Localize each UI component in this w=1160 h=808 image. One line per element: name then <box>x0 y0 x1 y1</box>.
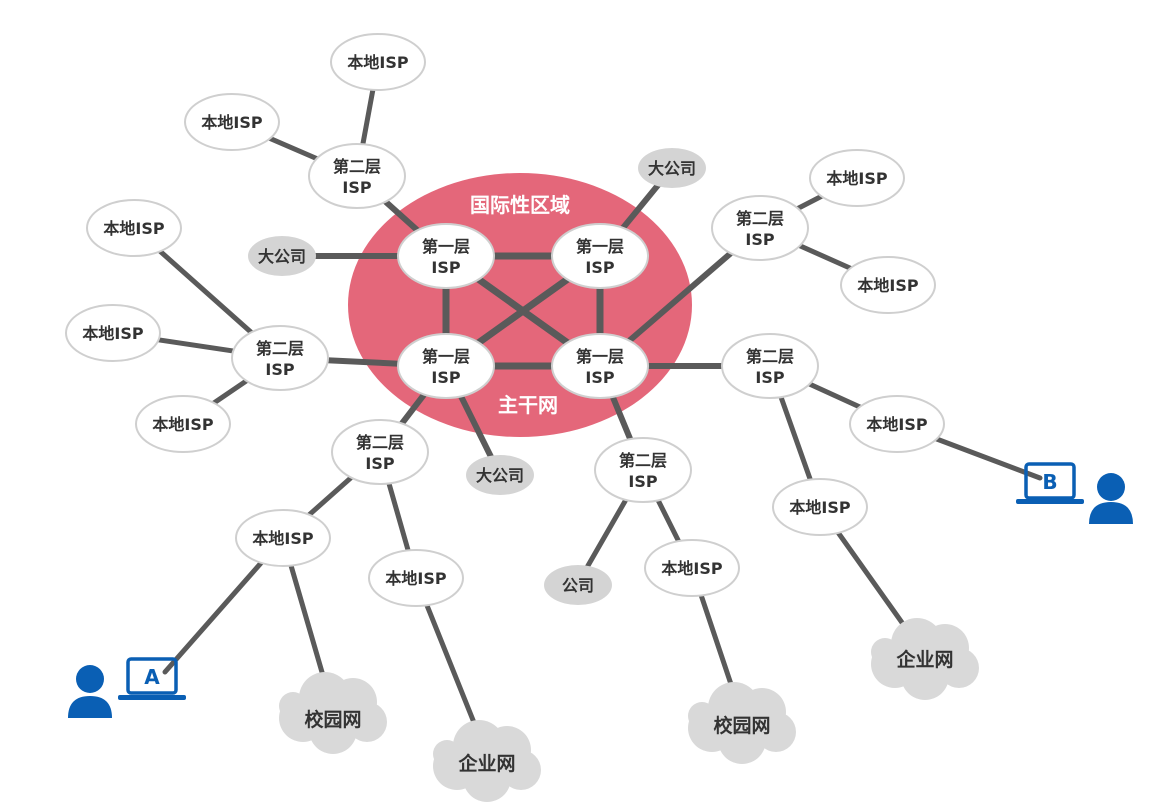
local-isp-bottom-left-1: 本地ISP <box>235 509 331 567</box>
tier2-isp-bottom: 第二层 ISP <box>594 437 692 503</box>
local-isp-left-1: 本地ISP <box>86 199 182 257</box>
cloud-campus-2: 校园网 <box>688 682 796 764</box>
node-label-line1: 第二层 <box>356 433 404 452</box>
host-letter: B <box>1042 470 1057 494</box>
node-label-line1: 第一层 <box>422 347 470 366</box>
node-label: 本地ISP <box>152 415 213 434</box>
local-isp-right-lower-1: 本地ISP <box>849 395 945 453</box>
local-isp-bottom: 本地ISP <box>644 539 740 597</box>
tier2-isp-bottom-left: 第二层 ISP <box>331 419 429 485</box>
node-label: 本地ISP <box>103 219 164 238</box>
big-company-left: 大公司 <box>248 236 316 276</box>
node-label-line2: ISP <box>431 368 460 387</box>
cloud-label: 校园网 <box>713 714 770 737</box>
big-company-bottom: 大公司 <box>466 455 534 495</box>
node-label: 大公司 <box>476 466 524 485</box>
node-label-line2: ISP <box>628 472 657 491</box>
node-label: 大公司 <box>258 247 306 266</box>
laptop-icon <box>1016 462 1084 504</box>
node-label-line1: 第二层 <box>736 209 784 228</box>
cloud-enterprise-2: 企业网 <box>871 618 979 700</box>
cloud-enterprise-1: 企业网 <box>433 720 541 802</box>
tier2-isp-left: 第二层 ISP <box>231 325 329 391</box>
tier2-isp-right-lower: 第二层 ISP <box>721 333 819 399</box>
cloud-campus-1: 校园网 <box>279 672 387 754</box>
node-label-line2: ISP <box>342 178 371 197</box>
cloud-label: 企业网 <box>457 752 515 775</box>
local-isp-right-1: 本地ISP <box>809 149 905 207</box>
tier1-isp-top-right: 第一层 ISP <box>551 223 649 289</box>
node-label: 本地ISP <box>789 498 850 517</box>
node-label-line2: ISP <box>585 258 614 277</box>
node-label-line1: 第二层 <box>333 157 381 176</box>
node-label-line1: 第二层 <box>746 347 794 366</box>
node-label-line2: ISP <box>585 368 614 387</box>
node-label-line1: 第一层 <box>576 347 624 366</box>
node-label: 本地ISP <box>201 113 262 132</box>
local-isp-left-2: 本地ISP <box>65 304 161 362</box>
local-isp-top-2: 本地ISP <box>184 93 280 151</box>
node-label: 本地ISP <box>252 529 313 548</box>
node-label-line1: 第一层 <box>576 237 624 256</box>
node-label-line1: 第二层 <box>256 339 304 358</box>
node-label: 公司 <box>562 576 594 595</box>
node-label-line2: ISP <box>265 360 294 379</box>
user-icon <box>68 665 112 718</box>
cloud-label: 校园网 <box>304 708 361 731</box>
node-label: 大公司 <box>648 159 696 178</box>
node-label: 本地ISP <box>866 415 927 434</box>
local-isp-top-1: 本地ISP <box>330 33 426 91</box>
tier1-isp-bottom-left: 第一层 ISP <box>397 333 495 399</box>
local-isp-bottom-left-2: 本地ISP <box>368 549 464 607</box>
node-label-line2: ISP <box>431 258 460 277</box>
big-company-top-right: 大公司 <box>638 148 706 188</box>
host-a: A <box>68 657 186 718</box>
tier1-isp-bottom-right: 第一层 ISP <box>551 333 649 399</box>
host-b: B <box>1016 462 1133 524</box>
node-label: 本地ISP <box>826 169 887 188</box>
local-isp-right-2: 本地ISP <box>840 256 936 314</box>
tier2-isp-top: 第二层 ISP <box>308 143 406 209</box>
node-label-line1: 第二层 <box>619 451 667 470</box>
local-isp-right-lower-2: 本地ISP <box>772 478 868 536</box>
node-label: 本地ISP <box>347 53 408 72</box>
node-label: 本地ISP <box>661 559 722 578</box>
node-label: 本地ISP <box>385 569 446 588</box>
node-label-line2: ISP <box>365 454 394 473</box>
local-isp-left-3: 本地ISP <box>135 395 231 453</box>
node-label: 本地ISP <box>857 276 918 295</box>
user-icon <box>1089 473 1133 524</box>
host-letter: A <box>144 665 160 689</box>
tier2-isp-right-upper: 第二层 ISP <box>711 195 809 261</box>
international-region-label: 国际性区域 <box>470 193 570 217</box>
node-label-line2: ISP <box>755 368 784 387</box>
node-label-line2: ISP <box>745 230 774 249</box>
backbone-label: 主干网 <box>498 393 558 417</box>
company-bottom: 公司 <box>544 565 612 605</box>
tier1-isp-top-left: 第一层 ISP <box>397 223 495 289</box>
laptop-icon <box>118 657 186 700</box>
cloud-label: 企业网 <box>895 648 953 671</box>
node-label-line1: 第一层 <box>422 237 470 256</box>
node-label: 本地ISP <box>82 324 143 343</box>
